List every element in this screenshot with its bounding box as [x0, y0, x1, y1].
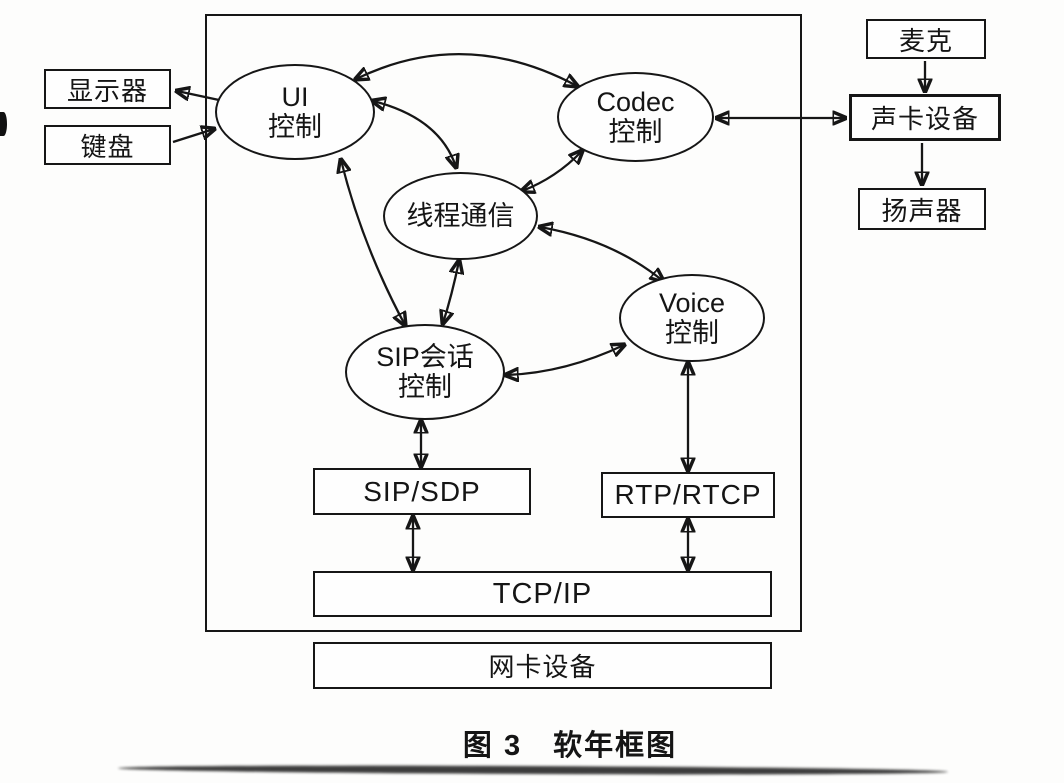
speaker-box: 扬声器: [858, 188, 986, 230]
keyboard-label: 键盘: [80, 131, 135, 162]
codec-control-ellipse: Codec 控制: [557, 72, 714, 162]
sip-session-label-line1: SIP会话: [376, 341, 474, 372]
sip-session-control-ellipse: SIP会话 控制: [345, 324, 505, 420]
sip-sdp-label: SIP/SDP: [363, 475, 481, 507]
thread-communication-label: 线程通信: [406, 200, 515, 231]
keyboard-box: 键盘: [44, 125, 171, 165]
tcp-ip-box: TCP/IP: [313, 571, 772, 617]
codec-control-label-line2: 控制: [608, 117, 663, 147]
scan-artifact-bottom: [117, 764, 949, 776]
codec-control-label-line1: Codec: [596, 86, 675, 117]
ui-control-label-line2: 控制: [268, 112, 322, 142]
tcp-ip-label: TCP/IP: [492, 577, 593, 610]
voice-control-label-line2: 控制: [665, 318, 719, 348]
display-box: 显示器: [44, 69, 171, 109]
rtp-rtcp-box: RTP/RTCP: [601, 472, 775, 518]
software-boundary-box: [205, 14, 802, 632]
microphone-label: 麦克: [898, 25, 953, 56]
figure-caption: 图 3 软年框图: [462, 730, 678, 762]
voice-control-label-line1: Voice: [658, 287, 726, 318]
ui-control-ellipse: UI 控制: [215, 64, 375, 160]
speaker-label: 扬声器: [881, 195, 963, 226]
soundcard-label: 声卡设备: [870, 104, 979, 134]
sip-sdp-box: SIP/SDP: [313, 468, 531, 515]
network-card-box: 网卡设备: [313, 642, 772, 689]
network-card-label: 网卡设备: [488, 652, 597, 682]
sip-session-label-line2: 控制: [398, 372, 452, 402]
scan-artifact-left: [0, 112, 7, 136]
microphone-box: 麦克: [866, 19, 986, 59]
soundcard-box: 声卡设备: [849, 94, 1001, 141]
rtp-rtcp-label: RTP/RTCP: [614, 479, 762, 510]
ui-control-label-line1: UI: [281, 81, 309, 112]
voice-control-ellipse: Voice 控制: [619, 274, 765, 362]
display-label: 显示器: [66, 75, 148, 106]
thread-communication-ellipse: 线程通信: [383, 172, 538, 260]
